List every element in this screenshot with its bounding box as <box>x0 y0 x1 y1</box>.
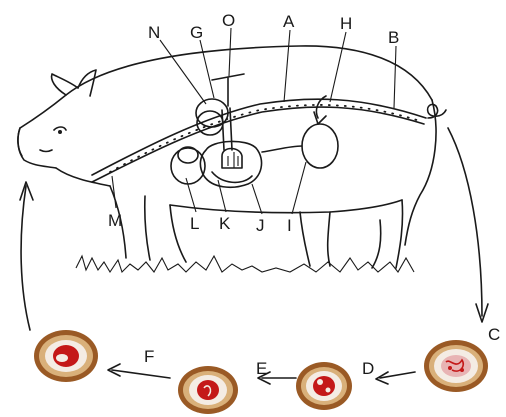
pig-tail <box>428 104 446 118</box>
label-i: I <box>287 216 292 235</box>
label-j: J <box>256 216 265 235</box>
label-f: F <box>144 347 154 366</box>
leader-lines <box>112 28 396 214</box>
label-e: E <box>256 359 267 378</box>
label-l: L <box>190 214 199 233</box>
label-a: A <box>283 12 295 31</box>
egg-stage-f <box>34 330 98 382</box>
pig-outline <box>18 46 436 268</box>
egg-stage-e <box>178 366 238 414</box>
label-m: M <box>108 211 122 230</box>
pig-eye <box>58 130 62 134</box>
digestive-tract <box>92 74 426 182</box>
label-c: C <box>488 325 500 344</box>
labels: N G O A H B M L K J I C D E F <box>108 11 500 378</box>
label-g: G <box>190 23 203 42</box>
egg-stage-d <box>296 362 352 410</box>
label-n: N <box>148 23 160 42</box>
label-h: H <box>340 14 352 33</box>
label-k: K <box>219 214 231 233</box>
label-o: O <box>222 11 235 30</box>
grass <box>76 256 414 272</box>
label-b: B <box>388 28 399 47</box>
label-d: D <box>362 359 374 378</box>
egg-stage-c <box>424 340 488 392</box>
organ-intestine <box>200 141 261 187</box>
